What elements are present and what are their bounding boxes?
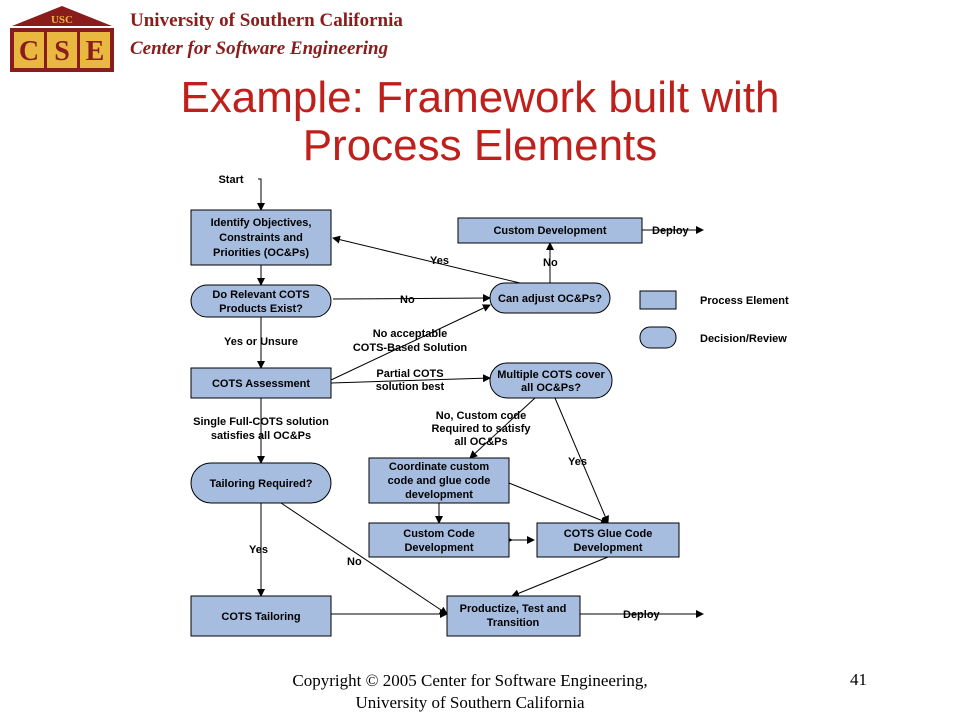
node-coordinate-line-2: code and glue code [388,475,491,487]
edge-assessment-canadjust [330,304,491,381]
label-no-acceptable-2: COTS-Based Solution [353,342,468,354]
node-multiple-line-2: all OC&Ps? [521,382,581,394]
node-assessment-label: COTS Assessment [212,378,310,390]
edge-labels: Yes No No Deploy Yes or Unsure No accept… [193,225,789,621]
edges [257,178,704,618]
copyright-line-2: University of Southern California [355,693,585,712]
label-deploy-top: Deploy [652,225,690,237]
node-coordinate-line-1: Coordinate custom [389,461,489,473]
node-coordinate [368,457,510,504]
node-custom-code-line-1: Custom Code [403,528,475,540]
copyright-line-1: Copyright © 2005 Center for Software Eng… [292,671,648,690]
label-yes-identify: Yes [430,255,449,267]
center-name: Center for Software Engineering [130,38,389,59]
edge-start-identify [257,178,265,211]
edge-tailoring-productize [280,502,448,615]
node-glue-code-dev [536,522,680,558]
node-cots-tailoring-label: COTS Tailoring [221,611,300,623]
logo-tile-c [14,32,44,68]
cse-logo: USC C S E [10,6,114,72]
node-custom-code-line-2: Development [404,542,473,554]
label-yes-or-unsure: Yes or Unsure [224,336,298,348]
label-no-custom-code-1: No, Custom code [436,410,526,422]
logo-roof [12,6,112,26]
start-label: Start [218,174,243,186]
logo-letter-c: C [19,36,39,67]
edge-canadjust-identify [332,235,521,284]
node-can-adjust-label: Can adjust OC&Ps? [498,293,602,305]
node-relevant-cots [190,284,332,318]
node-tailoring-required [190,462,332,504]
edge-multiple-coordinate [469,397,536,459]
label-no-custom-code-3: all OC&Ps [454,436,507,448]
node-glue-line-2: Development [573,542,642,554]
label-no-acceptable-1: No acceptable [373,328,448,340]
node-coordinate-line-3: development [405,489,473,501]
node-cots-tailoring [190,595,332,637]
node-relevant-line-1: Do Relevant COTS [212,289,309,301]
edge-coordinate-glue [508,482,609,525]
edge-relevant-canadjust [332,294,491,303]
logo-tile-e [80,32,110,68]
label-no-adjust: No [400,294,415,306]
footer-copyright: Copyright © 2005 Center for Software Eng… [250,670,690,714]
node-glue-line-1: COTS Glue Code [564,528,653,540]
node-custom-dev-top-label: Custom Development [493,225,606,237]
logo-letter-s: S [54,36,70,67]
node-identify-line-3: Priorities (OC&Ps) [213,247,309,259]
label-no-custom-code-2: Required to satisfy [431,423,531,435]
label-deploy-bottom: Deploy [623,609,661,621]
label-partial-1: Partial COTS [376,368,443,380]
node-multiple-cots [489,362,613,399]
legend-process-label: Process Element [700,295,789,307]
node-custom-dev-top [457,217,643,244]
logo-letter-e: E [86,36,105,67]
title-line-2: Process Elements [302,121,658,170]
slide-title: Example: Framework built with Process El… [0,74,960,170]
node-identify-line-2: Constraints and [219,232,303,244]
label-no-custom: No [543,257,558,269]
node-tailoring-required-label: Tailoring Required? [209,478,312,490]
edge-glue-productize [511,556,609,598]
logo-tile-s [47,32,77,68]
legend-decision-swatch [639,326,677,349]
node-productize-line-1: Productize, Test and [460,603,567,615]
label-single-full-2: satisfies all OC&Ps [211,430,311,442]
edge-assessment-multiple [330,374,491,384]
title-line-1: Example: Framework built with [180,73,780,122]
label-yes-tailoring: Yes [249,544,268,556]
node-identify-line-1: Identify Objectives, [211,217,312,229]
node-custom-code-dev [368,522,510,558]
edge-multiple-glue [554,397,609,524]
legend-decision-label: Decision/Review [700,333,787,345]
label-partial-2: solution best [376,381,445,393]
node-can-adjust [489,282,611,314]
node-identify [190,209,332,266]
label-yes-glue: Yes [568,456,587,468]
university-name: University of Southern California [130,10,403,31]
legend-process-swatch [639,290,677,310]
node-multiple-line-1: Multiple COTS cover [497,369,605,381]
nodes [190,209,680,637]
label-single-full-1: Single Full-COTS solution [193,416,329,428]
logo-usc: USC [51,14,73,26]
node-cots-assessment [190,367,332,399]
label-no-tailoring: No [347,556,362,568]
header: USC C S E University of Southern Califor… [0,0,960,80]
node-relevant-line-2: Products Exist? [219,303,303,315]
page-number: 41 [850,670,867,689]
node-labels: Start Identify Objectives, Constraints a… [209,174,652,629]
node-productize-line-2: Transition [487,617,540,629]
node-productize [446,595,581,637]
